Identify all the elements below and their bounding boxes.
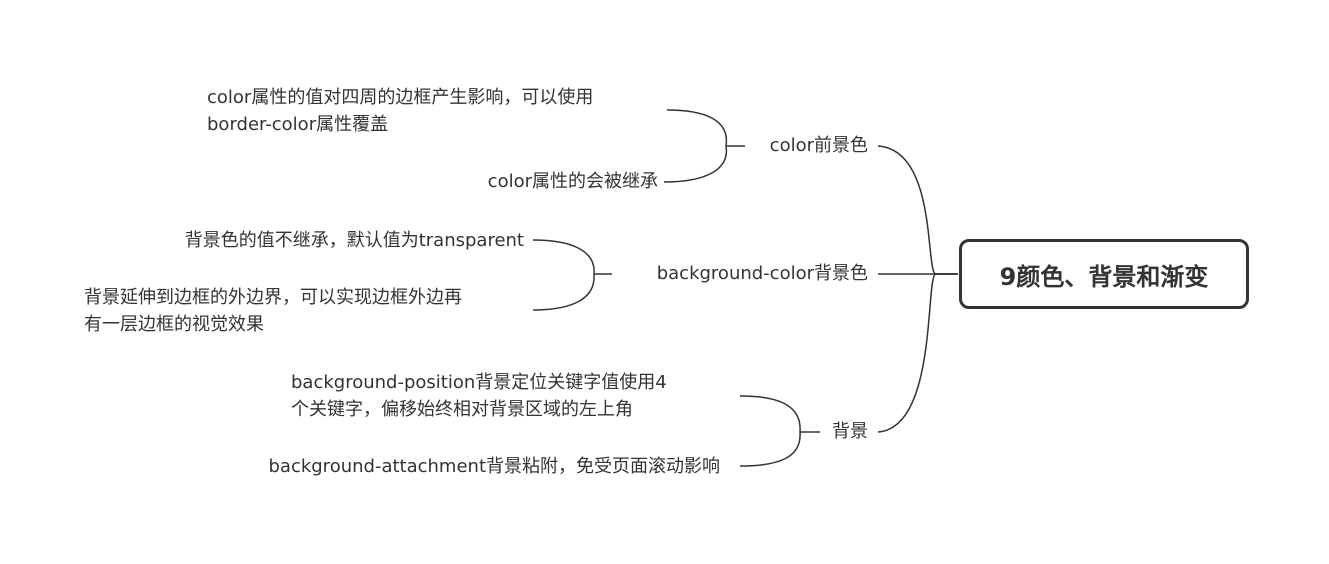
branch-node-background-color[interactable]: background-color背景色 [604,260,868,287]
branch-node-color[interactable]: color前景色 [740,132,868,159]
connector-bg-child-2 [739,431,801,467]
branch-label: background-color背景色 [656,263,868,284]
leaf-node[interactable]: color属性的值对四周的边框产生影响，可以使用 border-color属性覆… [207,84,593,138]
root-node-label: 9颜色、背景和渐变 [999,262,1209,291]
leaf-line: 有一层边框的视觉效果 [84,314,264,335]
leaf-node[interactable]: 背景延伸到边框的外边界，可以实现边框外边再 有一层边框的视觉效果 [84,284,462,338]
leaf-line: color属性的值对四周的边框产生影响，可以使用 [207,87,594,108]
connector-bgcolor-child-1 [532,239,595,275]
branch-node-background[interactable]: 背景 [808,418,868,445]
leaf-node[interactable]: background-position背景定位关键字值使用4 个关键字，偏移始终… [291,369,667,423]
leaf-line: background-position背景定位关键字值使用4 [291,372,667,393]
connector-color-child-2 [663,145,728,183]
connector-bg-child-1 [739,395,801,433]
leaf-line: color属性的会被继承 [487,171,658,192]
leaf-node[interactable]: 背景色的值不继承，默认值为transparent [100,227,524,254]
leaf-line: background-attachment背景粘附，免受页面滚动影响 [268,456,720,477]
connector-bgcolor-child-2 [532,273,595,311]
leaf-line: 背景延伸到边框的外边界，可以实现边框外边再 [84,287,462,308]
connector-root-color [877,145,958,275]
leaf-line: border-color属性覆盖 [207,114,389,135]
leaf-line: 个关键字，偏移始终相对背景区域的左上角 [291,399,633,420]
connector-root-background [877,273,958,433]
root-node[interactable]: 9颜色、背景和渐变 [959,239,1249,309]
branch-label: color前景色 [769,135,868,156]
leaf-line: 背景色的值不继承，默认值为transparent [184,230,524,251]
branch-label: 背景 [832,421,868,442]
connector-color-child-1 [666,109,728,147]
leaf-node[interactable]: background-attachment背景粘附，免受页面滚动影响 [150,453,720,480]
leaf-node[interactable]: color属性的会被继承 [420,168,658,195]
